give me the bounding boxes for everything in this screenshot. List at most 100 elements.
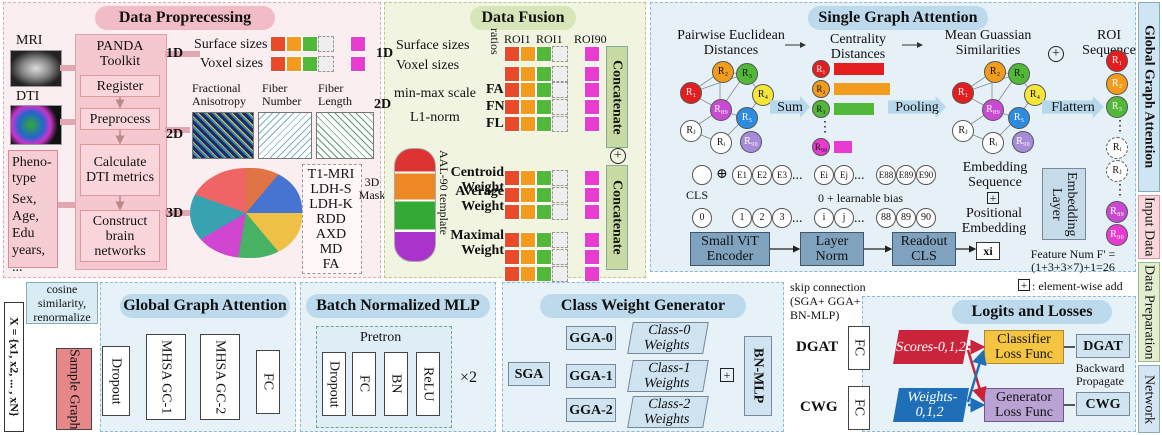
bnmlp-bn-label: BN [388, 374, 404, 394]
fusion-cell [552, 170, 568, 186]
oplus-cls: ⊕ [716, 167, 728, 182]
centrality-bar-r3 [834, 103, 874, 115]
centrality-label: Centrality Distances [830, 32, 886, 62]
cwg-output-box: CWG [1076, 392, 1130, 416]
token-ellipsis: ... [854, 168, 865, 183]
mhsa-gc2-layer [200, 334, 240, 420]
register-box: Register [80, 75, 160, 97]
position-token: 88 [876, 208, 896, 228]
side-tab-gga: Global Graph Attention [1138, 2, 1160, 192]
preproc-voxel-row [270, 56, 370, 72]
fusion-cell [504, 187, 520, 203]
cosine-box: cosine similarity, renormalize [26, 282, 98, 324]
fusion-cell [552, 82, 568, 98]
layer-norm-box: Layer Norm [800, 232, 864, 266]
fusion-cell [584, 249, 600, 265]
embed-token: Ej [834, 165, 854, 185]
pooling-arrow: Pooling [888, 96, 946, 118]
bnmlp-fc [352, 352, 376, 416]
class-0-weights: Class-0 Weights [627, 322, 709, 354]
calculate-dti-box: Calculate DTI metrics [80, 144, 160, 196]
gauss-node-rj: Rⱼ [952, 120, 974, 142]
fusion-cell [520, 266, 536, 282]
dgat-output-box: DGAT [1076, 334, 1130, 358]
gauss-node-r89: R₈₉ [982, 99, 1004, 121]
readout-cls-box: Readout CLS [892, 232, 956, 266]
graph-node-r89: R₈₉ [710, 99, 732, 121]
gga-1-box: GGA-1 [566, 364, 616, 388]
brain-parcellation-image [190, 168, 302, 258]
preproc-arrows [58, 51, 200, 216]
metric-item: LDH-S [310, 182, 352, 197]
logits-fc-top [848, 326, 870, 370]
sga-chain-arrows [770, 245, 977, 253]
dropout-layer [102, 346, 130, 416]
plus-circle: + [610, 148, 626, 164]
fusion-cell [520, 170, 536, 186]
graph-node-r5: R₅ [736, 107, 758, 129]
graph-node-rj: Rⱼ [680, 120, 702, 142]
position-token: 1 [732, 208, 752, 228]
construct-networks-box: Construct brain networks [80, 210, 160, 262]
fusion-cell [504, 266, 520, 282]
minmax-label: min-max scale [394, 86, 477, 101]
sample-graph-layer [56, 348, 92, 430]
gga-2-box: GGA-2 [566, 398, 616, 422]
fusion-cell [536, 204, 552, 220]
bnmlp-relu [416, 352, 440, 416]
roi-seq-ellipsis: ⋮ [1113, 119, 1127, 134]
l1norm-label: L1-norm [410, 110, 460, 125]
fl-row-label: FL [486, 116, 504, 131]
row-cell [302, 36, 318, 52]
bnmlp-title: Batch Normalized MLP [306, 294, 490, 318]
position-token: 90 [916, 208, 936, 228]
centrality-bar-r90 [834, 141, 852, 153]
graph-node-r4: R₄ [752, 84, 774, 106]
embed-token: E89 [896, 165, 916, 185]
fusion-cell [504, 46, 520, 62]
oplus-sga: + [1048, 46, 1064, 62]
embedding-layer-box: Embedding Layer [1042, 168, 1086, 240]
mean-gauss-label: Mean Guassian Similarities [944, 28, 1032, 58]
position-token: i [814, 208, 834, 228]
cwg-input-label: CWG [800, 399, 838, 415]
cwg-title: Class Weight Generator [540, 294, 746, 318]
fa-row-label: FA [486, 82, 504, 97]
class-2-weights: Class-2 Weights [627, 396, 709, 428]
embed-token: E3 [772, 165, 792, 185]
dti-label: DTI [16, 89, 40, 104]
small-vit-encoder: Small ViT Encoder [690, 232, 770, 266]
fusion-cell [520, 82, 536, 98]
element-wise-legend: : element-wise add [1032, 279, 1123, 293]
pairwise-label: Pairwise Euclidean Distances [677, 28, 785, 58]
fusion-cell [536, 46, 552, 62]
gga-input-box: X = {x1, x2, ... , xN} [4, 302, 24, 432]
phenotype-box: Pheno-type Sex, Age, Edu years, ... [8, 150, 58, 275]
fusion-cell [552, 46, 568, 62]
feature-num-label: Feature Num F' = (1+3+3×7)+1=26 [1030, 247, 1116, 274]
gauss-node-r2: R₂ [984, 61, 1006, 83]
fa-label: Fractional Anisotropy [192, 81, 246, 108]
fl-matrix [316, 112, 374, 159]
roi-seq-node: R₈₉ [1106, 201, 1128, 223]
fn-row-label: FN [486, 99, 505, 114]
side-tab-network: Network [1138, 365, 1160, 433]
roi-header-2: ROI1 [536, 32, 563, 46]
cls-label: CLS [686, 188, 709, 202]
embed-token: E1 [732, 165, 752, 185]
learnable-bias-label: 0 + learnable bias [818, 191, 904, 205]
fusion-cell [504, 170, 520, 186]
phenotype-title: Pheno-type [12, 155, 52, 186]
metric-item: LDH-K [309, 197, 353, 212]
cwg-boxplus-icon: + [720, 368, 734, 382]
logits-title: Logits and Losses [952, 300, 1112, 324]
fusion-cell [536, 82, 552, 98]
token-ellipsis: ... [854, 211, 865, 226]
position-token: 89 [896, 208, 916, 228]
fusion-grid [504, 46, 604, 282]
fusion-cell [536, 99, 552, 115]
side-tab-prep: Data Preparation [1138, 262, 1160, 362]
pretron-label: Pretron [360, 330, 402, 345]
logits-fc-bottom [848, 386, 870, 430]
